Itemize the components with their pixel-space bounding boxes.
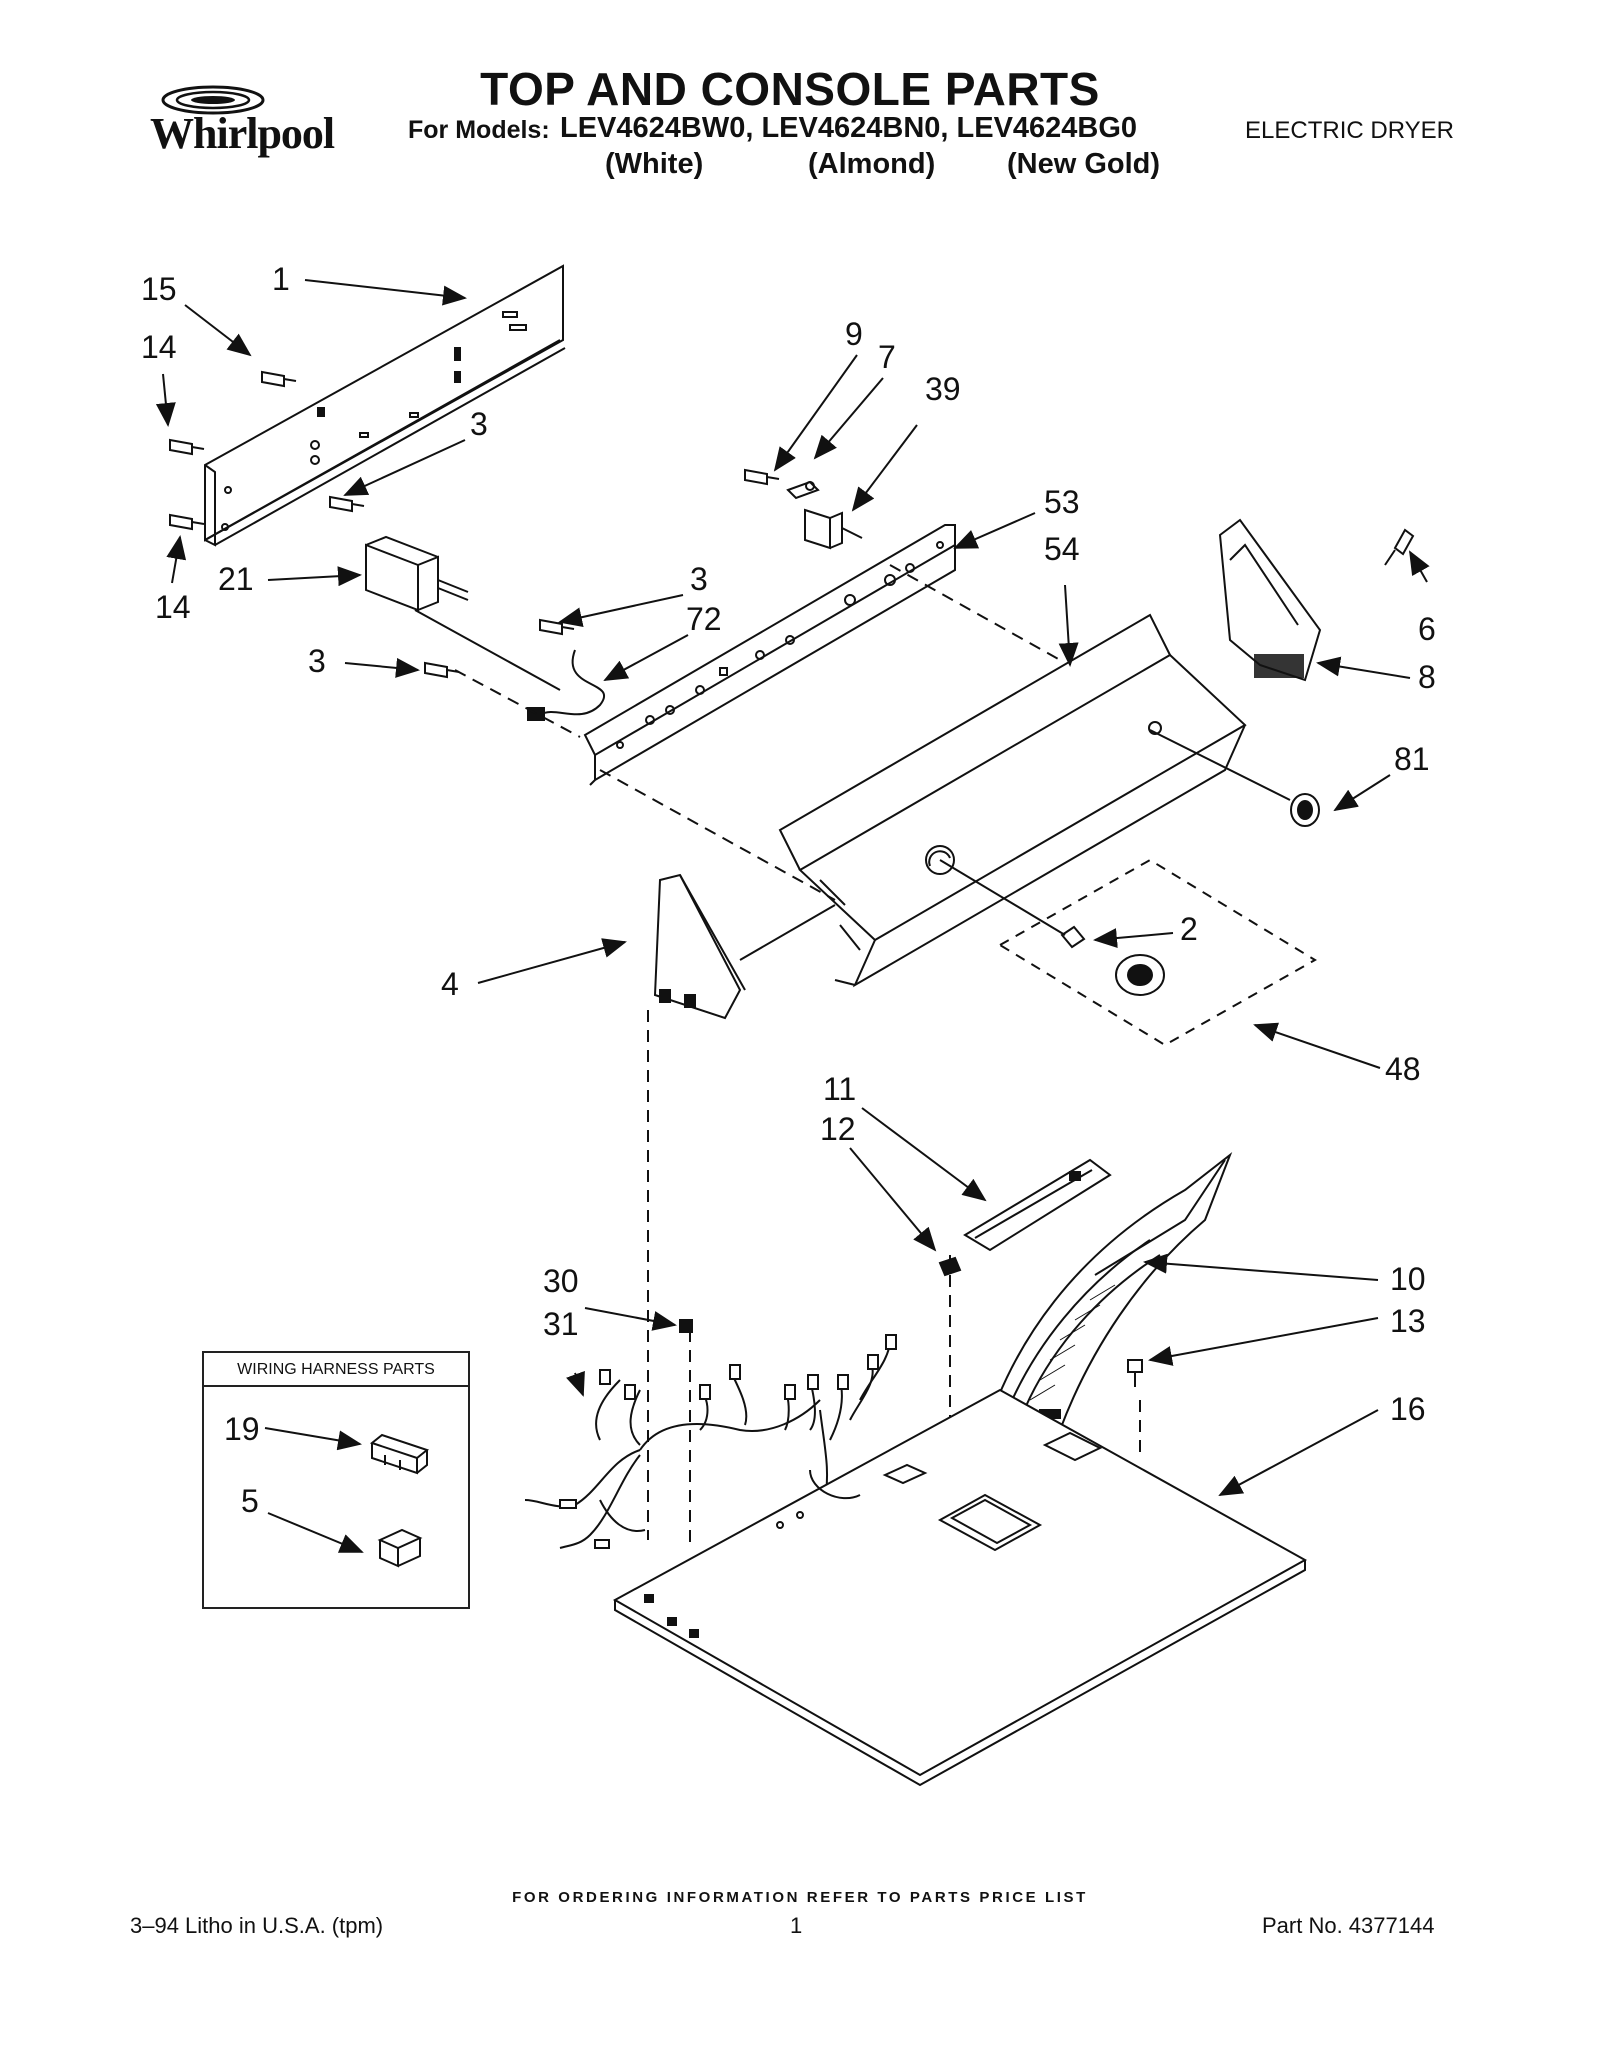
harness-connector-19 [369, 1433, 430, 1475]
models-list: LEV4624BW0, LEV4624BN0, LEV4624BG0 [560, 112, 1138, 144]
screw-13 [1127, 1359, 1143, 1387]
knob-2 [1060, 925, 1086, 949]
knob-kit-box [998, 858, 1317, 1047]
screw-6 [1384, 528, 1415, 566]
callout-6: 6 [1418, 611, 1436, 647]
callout-8: 8 [1418, 659, 1436, 695]
switch [804, 508, 863, 550]
callout-19: 19 [224, 1411, 260, 1447]
callout-4: 4 [441, 966, 459, 1002]
models-label: For Models: [408, 116, 550, 144]
harness-box-title: WIRING HARNESS PARTS [204, 1353, 468, 1387]
screw-14a [169, 438, 205, 456]
wiring-harness-parts-box: WIRING HARNESS PARTS [202, 1351, 470, 1609]
callout-15: 15 [141, 271, 177, 307]
callout-48: 48 [1385, 1051, 1421, 1087]
whirlpool-logo: Whirlpool [150, 80, 400, 170]
lint-clip [938, 1256, 962, 1277]
swirl-icon [161, 85, 265, 115]
screw-14b [169, 513, 205, 531]
cap-link-line [739, 904, 836, 961]
litho-info: 3–94 Litho in U.S.A. (tpm) [130, 1913, 384, 1938]
screw-3a [329, 495, 365, 513]
leader-arrows [155, 279, 1430, 1553]
console-backing-panel [204, 264, 566, 547]
part-number: Part No. 4377144 [1262, 1913, 1435, 1938]
callout-1: 1 [272, 261, 290, 297]
harness-connector-5 [377, 1528, 423, 1568]
wiring-harness [524, 1334, 897, 1549]
callout-2: 2 [1180, 911, 1198, 947]
lint-screen [978, 1152, 1233, 1452]
screw-3c [424, 661, 460, 679]
callout-10: 10 [1390, 1261, 1426, 1297]
dryer-knob [1115, 954, 1165, 996]
screw-3b [539, 618, 575, 636]
callout-16: 16 [1390, 1391, 1426, 1427]
callout-5: 5 [241, 1483, 259, 1519]
screw-15 [261, 370, 297, 388]
callout-72: 72 [686, 601, 722, 637]
end-cap-right [1218, 518, 1322, 682]
page-title: TOP AND CONSOLE PARTS [480, 63, 1100, 115]
callout-3a: 3 [470, 406, 488, 442]
top-panel [612, 1388, 1308, 1787]
callout-14b: 14 [155, 589, 191, 625]
callout-13: 13 [1390, 1303, 1426, 1339]
callout-30: 30 [543, 1263, 579, 1299]
screw-9 [744, 468, 780, 486]
callout-81: 81 [1394, 741, 1430, 777]
callout-3c: 3 [308, 643, 326, 679]
callout-labels: 1 15 14 3 14 21 3 72 3 9 7 39 53 54 6 8 … [141, 261, 1436, 1519]
knob-81 [1149, 729, 1320, 827]
callout-21: 21 [218, 561, 254, 597]
wire-plug [527, 649, 606, 721]
callout-7: 7 [878, 339, 896, 375]
callout-14a: 14 [141, 329, 177, 365]
color-white: (White) [605, 148, 704, 180]
logo-wordmark: Whirlpool [150, 109, 335, 158]
console [778, 613, 1247, 988]
harness-clip [679, 1319, 693, 1333]
callout-53: 53 [1044, 484, 1080, 520]
callout-9: 9 [845, 316, 863, 352]
callout-3b: 3 [690, 561, 708, 597]
callout-12: 12 [820, 1111, 856, 1147]
color-new-gold: (New Gold) [1007, 148, 1161, 180]
control-panel-bracket [583, 524, 956, 786]
ground-strap [786, 480, 820, 500]
end-cap-left [653, 873, 746, 1020]
knob-axis [939, 859, 1066, 936]
callout-11: 11 [823, 1071, 856, 1107]
callout-31: 31 [543, 1306, 579, 1342]
timer [365, 535, 561, 691]
callout-54: 54 [1044, 531, 1080, 567]
callout-39: 39 [925, 371, 961, 407]
page-number: 1 [790, 1913, 803, 1938]
product-type: ELECTRIC DRYER [1245, 117, 1454, 144]
lint-screen-cover [963, 1158, 1112, 1252]
color-almond: (Almond) [808, 148, 936, 180]
ordering-note: FOR ORDERING INFORMATION REFER TO PARTS … [512, 1889, 1088, 1906]
